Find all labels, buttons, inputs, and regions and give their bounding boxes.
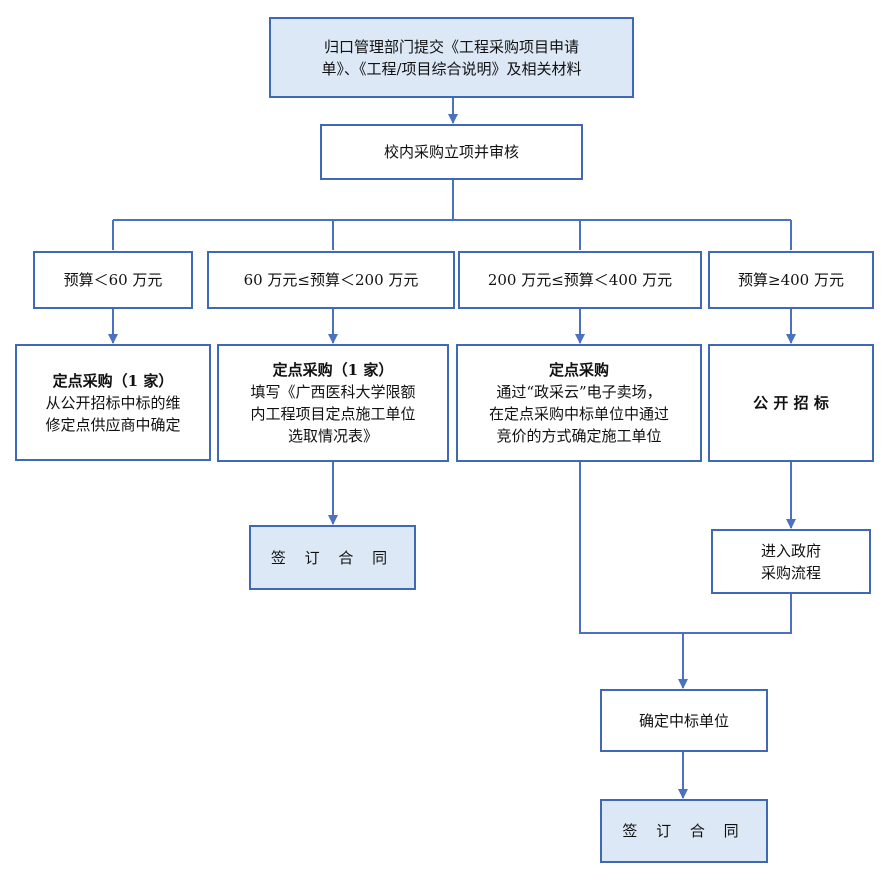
- method-a-title: 定点采购（1 家）: [52, 371, 174, 390]
- budget-a-node: 预算＜60 万元: [33, 251, 193, 309]
- gov-process-node: 进入政府 采购流程: [711, 529, 871, 594]
- method-b-line3: 选取情况表》: [287, 427, 378, 445]
- method-b-node: 定点采购（1 家） 填写《广西医科大学限额 内工程项目定点施工单位 选取情况表》: [217, 344, 449, 462]
- budget-b-node: 60 万元≤预算＜200 万元: [207, 251, 455, 309]
- contract-final-text: 签 订 合 同: [622, 822, 746, 840]
- budget-c-text: 200 万元≤预算＜400 万元: [487, 271, 673, 289]
- submit-materials-node: 归口管理部门提交《工程采购项目申请 单》、《工程/项目综合说明》及相关材料: [269, 17, 634, 98]
- contract-b-text: 签 订 合 同: [270, 548, 395, 567]
- method-c-line1: 通过“政采云”电子卖场，: [496, 383, 662, 401]
- budget-b-text: 60 万元≤预算＜200 万元: [243, 271, 419, 289]
- submit-materials-line2: 单》、《工程/项目综合说明》及相关材料: [321, 59, 582, 78]
- method-b-line2: 内工程项目定点施工单位: [250, 405, 416, 423]
- method-c-title: 定点采购: [548, 361, 609, 379]
- winner-text: 确定中标单位: [638, 711, 729, 730]
- budget-d-node: 预算≥400 万元: [708, 251, 874, 309]
- contract-b-node: 签 订 合 同: [249, 525, 416, 590]
- method-a-line1: 从公开招标中标的维: [45, 393, 181, 412]
- method-b-title: 定点采购（1 家）: [272, 361, 394, 379]
- submit-materials-line1: 归口管理部门提交《工程采购项目申请: [323, 37, 579, 56]
- method-b-line1: 填写《广西医科大学限额: [250, 383, 416, 401]
- gov-process-line1: 进入政府: [760, 541, 821, 560]
- method-d-title: 公 开 招 标: [753, 394, 829, 412]
- budget-c-node: 200 万元≤预算＜400 万元: [458, 251, 702, 309]
- budget-a-text: 预算＜60 万元: [63, 271, 163, 289]
- method-c-line2: 在定点采购中标单位中通过: [488, 405, 669, 423]
- method-a-line2: 修定点供应商中确定: [45, 415, 181, 434]
- winner-node: 确定中标单位: [600, 689, 768, 752]
- review-node: 校内采购立项并审核: [320, 124, 583, 180]
- connector-merge-to-winner: [579, 462, 792, 634]
- method-d-node: 公 开 招 标: [708, 344, 874, 462]
- review-text: 校内采购立项并审核: [383, 143, 519, 161]
- budget-d-text: 预算≥400 万元: [738, 271, 844, 289]
- method-a-node: 定点采购（1 家） 从公开招标中标的维 修定点供应商中确定: [15, 344, 211, 461]
- method-c-line3: 竞价的方式确定施工单位: [496, 427, 662, 445]
- method-c-node: 定点采购 通过“政采云”电子卖场， 在定点采购中标单位中通过 竞价的方式确定施工…: [456, 344, 702, 462]
- contract-final-node: 签 订 合 同: [600, 799, 768, 863]
- gov-process-line2: 采购流程: [760, 563, 821, 582]
